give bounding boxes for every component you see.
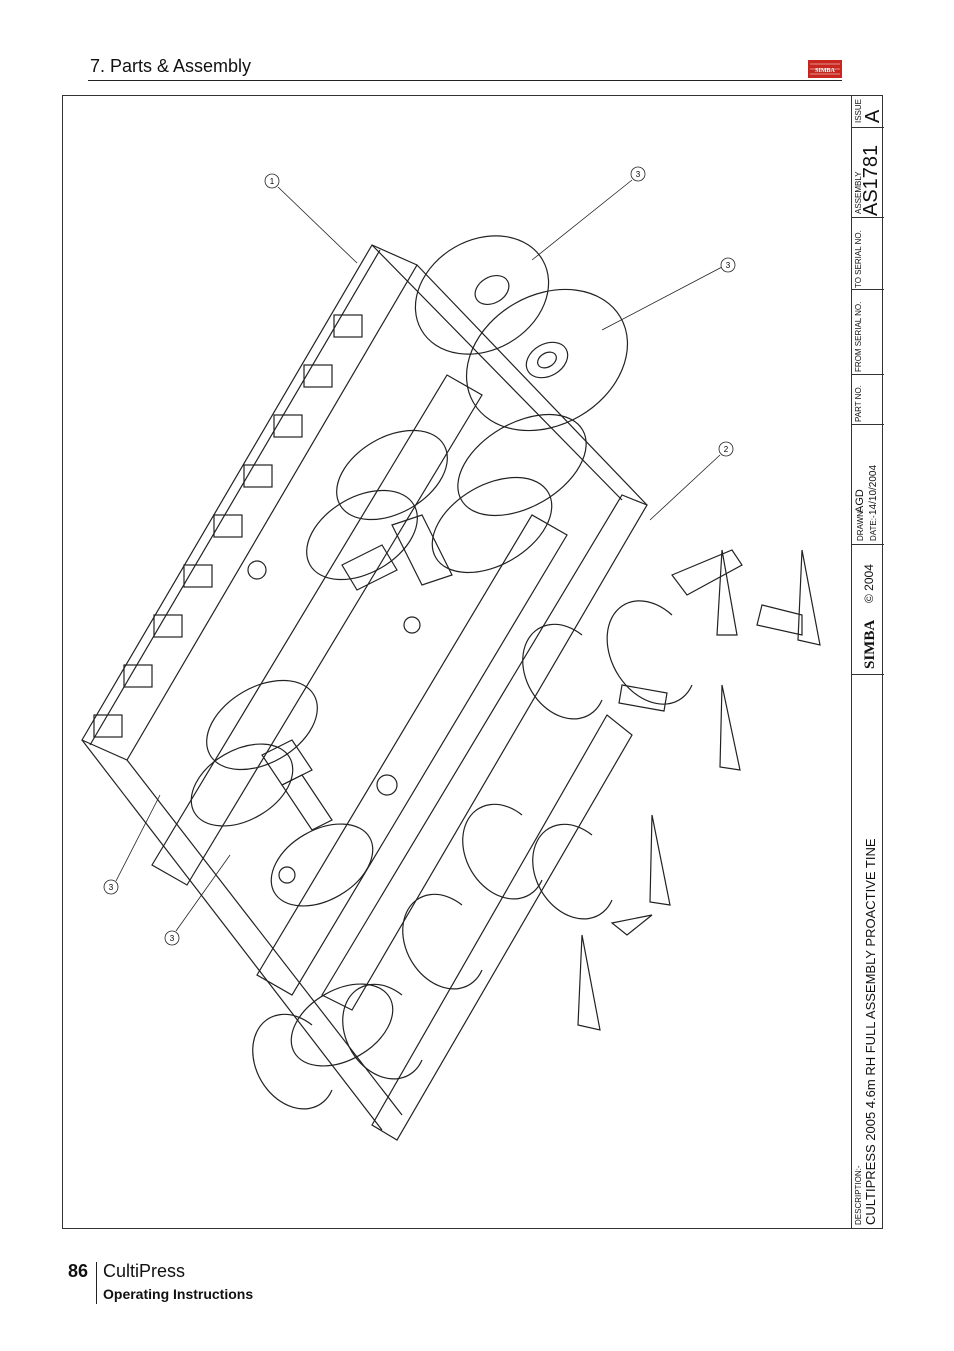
svg-text:3: 3 <box>170 934 175 943</box>
svg-text:1: 1 <box>270 177 275 186</box>
product-name: CultiPress <box>103 1261 186 1281</box>
from-serial-cell: FROM SERIAL NO. <box>852 290 884 375</box>
part-no-cell: PART NO. <box>852 375 884 425</box>
to-serial-label: TO SERIAL NO. <box>854 230 863 288</box>
description-cell: DESCRIPTION:- CULTIPRESS 2005 4.6m RH FU… <box>852 675 884 1229</box>
section-title: 7. Parts & Assembly <box>90 56 252 76</box>
svg-text:3: 3 <box>109 883 114 892</box>
issue-value: A <box>862 109 884 123</box>
copyright: © 2004 <box>862 564 876 603</box>
description-label: DESCRIPTION:- <box>854 1165 863 1225</box>
footer-divider <box>96 1262 97 1304</box>
callout-3b: 3 <box>720 257 736 273</box>
title-block: ISSUE A ASSEMBLY AS1781 TO SERIAL NO. FR… <box>851 95 884 1229</box>
simba-wordmark: SIMBA <box>862 619 878 669</box>
callout-2: 2 <box>718 441 734 457</box>
from-serial-label: FROM SERIAL NO. <box>854 301 863 372</box>
svg-text:2: 2 <box>724 445 729 454</box>
callout-3a: 3 <box>630 166 646 182</box>
drawn-value: AGD <box>854 489 866 513</box>
simba-logo: SIMBA <box>808 60 842 78</box>
logo-cell: SIMBA © 2004 <box>852 545 884 675</box>
issue-cell: ISSUE A <box>852 95 884 128</box>
page-number: 86 <box>68 1261 89 1281</box>
drawing-frame <box>62 95 883 1229</box>
assembly-cell: ASSEMBLY AS1781 <box>852 128 884 218</box>
assembly-number: AS1781 <box>860 144 882 216</box>
date-value: 14/10/2004 <box>868 464 879 515</box>
header-divider <box>88 80 842 81</box>
svg-text:3: 3 <box>726 261 731 270</box>
drawn-date-cell: DRAWN:- AGD DATE:- 14/10/2004 <box>852 425 884 545</box>
callout-3d: 3 <box>164 930 180 946</box>
callout-1: 1 <box>264 173 280 189</box>
part-no-label: PART NO. <box>854 385 863 422</box>
document-subtitle: Operating Instructions <box>103 1286 254 1302</box>
svg-text:3: 3 <box>636 170 641 179</box>
description-text: CULTIPRESS 2005 4.6m RH FULL ASSEMBLY PR… <box>863 838 878 1225</box>
svg-text:SIMBA: SIMBA <box>815 68 835 74</box>
date-label: DATE:- <box>869 515 878 541</box>
to-serial-cell: TO SERIAL NO. <box>852 218 884 290</box>
callout-3c: 3 <box>103 879 119 895</box>
assembly-drawing: 1 3 3 2 3 3 <box>81 166 821 1141</box>
